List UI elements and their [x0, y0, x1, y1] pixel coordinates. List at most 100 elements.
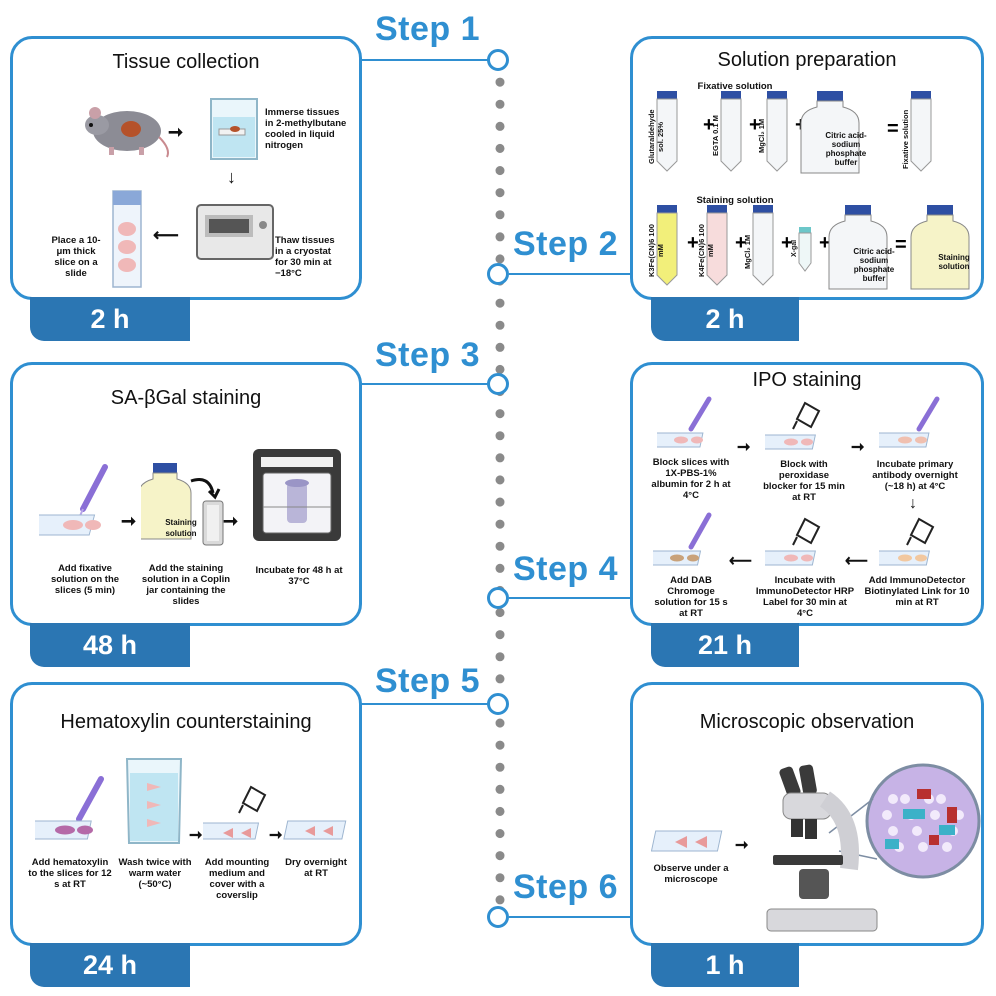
dropper-slide-icon — [879, 517, 935, 566]
arrow-left-icon: ⟵ — [153, 225, 179, 245]
time-badge-step-3: 48 h — [30, 623, 190, 667]
panel-tissue-collection: Tissue collection ➞ Immerse tissues in 2… — [10, 36, 362, 300]
beaker-icon — [210, 98, 258, 160]
connector-6 — [509, 916, 631, 918]
svg-text:+: + — [703, 114, 715, 136]
caption-hematoxylin: Add hematoxylin to the slices for 12 s a… — [28, 857, 112, 890]
svg-text:+: + — [749, 114, 761, 136]
pipette-slide-icon — [35, 776, 104, 840]
staining-solution-label: Staining solution — [696, 195, 774, 206]
svg-text:=: = — [895, 234, 907, 256]
svg-text:+: + — [819, 232, 831, 254]
panel-title: Hematoxylin counterstaining — [60, 711, 312, 733]
step-6-label: Step 6 — [513, 868, 619, 906]
buffer-label-2: Citric acid-sodium phosphate buffer — [853, 247, 895, 283]
arrow-icon: ➞ — [121, 511, 137, 531]
caption-biotinylated-link: Add ImmunoDetector Biotinylated Link for… — [864, 575, 970, 608]
time-badge-step-4: 21 h — [651, 623, 799, 667]
panel-ipo-staining: IPO staining Block slices with 1X-PBS-1%… — [630, 362, 984, 626]
mouse-icon — [85, 107, 169, 158]
connector-3 — [361, 383, 489, 385]
glass-slide-icon — [651, 830, 723, 852]
tube-k3fe-label: K3Fe(CN)6 100 mM — [647, 224, 665, 278]
buffer-label: Citric acid-sodium phosphate buffer — [825, 131, 867, 167]
time-badge-step-2: 2 h — [651, 297, 799, 341]
caption-mounting: Add mounting medium and cover with a cov… — [204, 857, 270, 901]
arrow-icon: ➞ — [168, 122, 184, 142]
arrow-icon: ➞ — [735, 837, 749, 854]
arrow-left-icon: ⟵ — [845, 553, 868, 570]
caption-block-albumin: Block slices with 1X-PBS-1% albumin for … — [651, 457, 731, 501]
caption-place: Place a 10-μm thick slice on a slide — [51, 235, 101, 279]
tube-egta-label: EGTA 0.1 M — [711, 115, 720, 157]
panel-solution-preparation: Solution preparation Fixative solution +… — [630, 36, 984, 300]
staining-result-label: Staining solution — [938, 253, 970, 271]
caption-primary-antibody: Incubate primary antibody overnight (~18… — [872, 459, 958, 492]
panel-title: Tissue collection — [112, 51, 260, 73]
timeline-node-4 — [487, 587, 509, 609]
incubator-icon — [253, 449, 341, 541]
caption-fixative: Add fixative solution on the slices (5 m… — [50, 563, 120, 596]
panel-hematoxylin: Hematoxylin counterstaining Add hematoxy… — [10, 682, 362, 946]
cryostat-icon — [196, 204, 274, 260]
pipette-slide-icon — [657, 396, 712, 448]
pipette-slide-icon — [879, 396, 940, 448]
caption-hrp-label: Incubate with ImmunoDetector HRP Label f… — [755, 575, 855, 619]
caption-wash: Wash twice with warm water (~50°C) — [118, 857, 192, 890]
arrow-down-icon: ↓ — [227, 167, 236, 187]
glass-slide-icon — [283, 820, 347, 840]
caption-peroxidase: Block with peroxidase blocker for 15 min… — [763, 459, 845, 503]
svg-text:+: + — [735, 232, 747, 254]
arrow-icon: ➞ — [223, 511, 239, 531]
caption-observe: Observe under a microscope — [653, 863, 729, 885]
caption-incubate: Incubate for 48 h at 37°C — [255, 565, 343, 587]
timeline-node-3 — [487, 373, 509, 395]
arrow-icon: ➞ — [189, 827, 203, 844]
dropper-slide-icon — [203, 785, 267, 840]
fixative-result-label: Fixative solution — [901, 109, 910, 169]
dropper-slide-icon — [765, 401, 821, 450]
arrow-icon: ➞ — [737, 439, 751, 456]
timeline-node-2 — [487, 263, 509, 285]
staining-recipe-illustration: + + + + = — [656, 205, 970, 290]
caption-dab: Add DAB Chromoge solution for 15 s at RT — [654, 575, 728, 619]
panel-title: Microscopic observation — [699, 711, 915, 733]
step-1-label: Step 1 — [375, 10, 481, 48]
panel-sa-bgal-staining: SA-βGal staining Add fixative solution o… — [10, 362, 362, 626]
step-4-label: Step 4 — [513, 550, 619, 588]
tube-k4fe-label: K4Fe(CN)6 100 mM — [697, 224, 715, 278]
panel-microscopic-observation: Microscopic observation Observe under a … — [630, 682, 984, 946]
step-5-label: Step 5 — [375, 662, 481, 700]
timeline-node-5 — [487, 693, 509, 715]
step-2-label: Step 2 — [513, 225, 619, 263]
pipette-slide-icon — [653, 512, 712, 566]
tube-xgal-label: X-gal — [791, 239, 798, 257]
dropper-slide-icon — [765, 517, 821, 566]
arrow-icon: ➞ — [269, 827, 283, 844]
caption-add-staining: Add the staining solution in a Coplin ja… — [141, 563, 231, 607]
arrow-icon: ➞ — [851, 439, 865, 456]
caption-thaw: Thaw tissues in a cryostat for 30 min at… — [275, 235, 335, 279]
connector-2 — [509, 273, 631, 275]
panel-title: IPO staining — [752, 369, 862, 391]
connector-1 — [361, 59, 489, 61]
timeline-node-1 — [487, 49, 509, 71]
time-badge-step-1: 2 h — [30, 297, 190, 341]
glass-slide-icon — [112, 190, 142, 288]
panel-title: SA-βGal staining — [110, 387, 262, 409]
staining-bottle-label: Staining solution — [165, 518, 197, 538]
time-badge-step-5: 24 h — [30, 943, 190, 987]
time-badge-step-6: 1 h — [651, 943, 799, 987]
connector-5 — [361, 703, 489, 705]
caption-dry: Dry overnight at RT — [285, 857, 347, 879]
step-3-label: Step 3 — [375, 336, 481, 374]
svg-text:+: + — [687, 232, 699, 254]
microscope-icon — [766, 763, 981, 932]
arrow-left-icon: ⟵ — [729, 553, 752, 570]
connector-4 — [509, 597, 631, 599]
tube-mgcl2-label: MgCl₂ 1M — [757, 118, 766, 154]
svg-text:=: = — [887, 118, 899, 140]
timeline-node-6 — [487, 906, 509, 928]
fixative-recipe-illustration: + + + = — [656, 91, 932, 174]
tube-mgcl2-label-2: MgCl₂ 1M — [743, 234, 752, 270]
